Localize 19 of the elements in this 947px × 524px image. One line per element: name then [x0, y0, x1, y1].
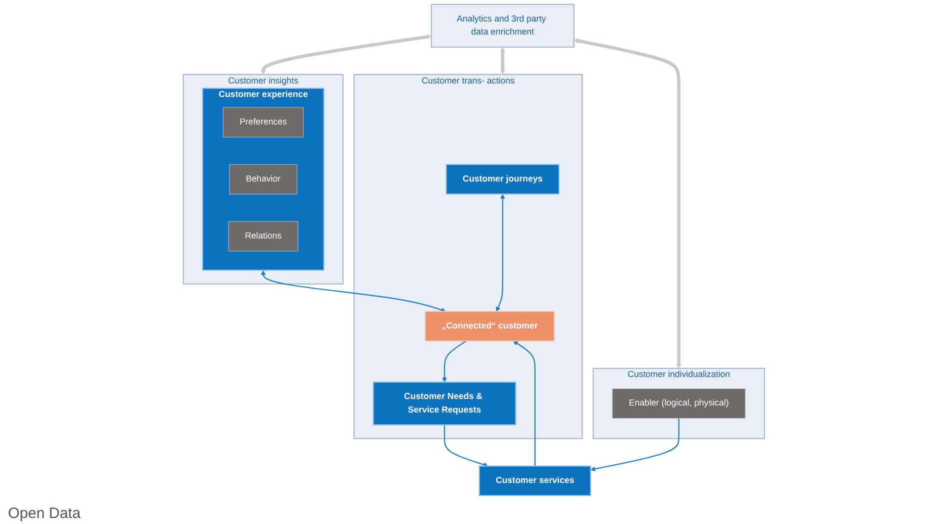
node-box: Enabler (logical, physical): [612, 388, 746, 419]
node-box: Preferences: [222, 107, 304, 138]
node-box: Analytics and 3rd party data enrichment: [430, 4, 574, 48]
node-box: Customer services: [478, 465, 591, 496]
arrow: [573, 38, 681, 369]
node-box: „Connected“ customer: [424, 310, 554, 342]
arrow: [444, 424, 488, 467]
arrow: [260, 34, 431, 75]
arrow: [260, 270, 446, 312]
node-box: Customer journeys: [445, 164, 560, 195]
arrow: [442, 340, 466, 382]
node-box: Behavior: [228, 164, 297, 194]
arrow: [590, 418, 679, 472]
node-box: Customer Needs & Service Requests: [372, 382, 516, 426]
arrow: [512, 340, 536, 466]
node-box: Relations: [228, 221, 298, 252]
arrow: [496, 194, 505, 312]
arrow: [500, 47, 505, 75]
side-label: Open Data: [8, 505, 81, 522]
